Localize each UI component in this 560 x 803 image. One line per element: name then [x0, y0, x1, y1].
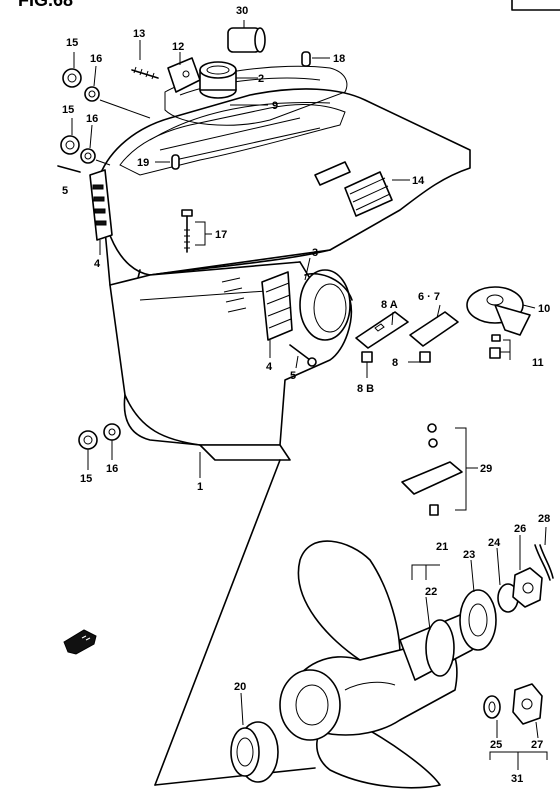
callout-22: 22 — [425, 586, 437, 598]
callout-3: 3 — [312, 247, 318, 259]
callout-1: 1 — [197, 481, 203, 493]
callout-26: 26 — [514, 523, 526, 535]
callout-5-lower: 5 — [290, 370, 296, 382]
side-grille-lower — [221, 271, 293, 341]
callout-9: 9 — [272, 100, 278, 112]
callout-8: 8 — [392, 357, 398, 369]
part-29-washer — [428, 438, 438, 448]
callout-4-lower: 4 — [266, 361, 273, 373]
part-27-nut — [512, 683, 543, 725]
callout-8b: 8 B — [357, 383, 374, 395]
part-17-bolt — [181, 209, 193, 253]
part-8a-plate — [355, 311, 409, 349]
callout-11: 11 — [532, 357, 544, 369]
screw-mid-head — [307, 357, 317, 367]
callout-21: 21 — [436, 541, 448, 553]
gearcase-housing — [99, 65, 471, 461]
part-16-washer-lower — [103, 423, 121, 441]
part-6-7-anode — [409, 311, 459, 347]
part-15-plug-middle — [60, 135, 80, 155]
part-13-screw — [131, 69, 159, 79]
callout-28: 28 — [538, 513, 550, 525]
callout-29: 29 — [480, 463, 492, 475]
callout-15-middle: 15 — [62, 104, 74, 116]
part-29-nut — [427, 423, 437, 433]
part-26-nut — [512, 567, 543, 608]
part-23-thrust-washer — [459, 589, 497, 651]
callout-27: 27 — [531, 739, 543, 751]
callout-16-middle: 16 — [86, 113, 98, 125]
guide-line — [154, 459, 281, 786]
bearing-housing — [299, 269, 353, 341]
callout-8a: 8 A — [381, 299, 398, 311]
callout-13: 13 — [133, 28, 145, 40]
part-25-washer — [483, 695, 501, 719]
part-15-plug-lower — [78, 430, 98, 450]
callout-15-upper: 15 — [66, 37, 78, 49]
callout-24: 24 — [488, 537, 501, 549]
callout-4-upper: 4 — [94, 258, 101, 270]
callout-12: 12 — [172, 41, 184, 53]
callout-15-lower: 15 — [80, 473, 92, 485]
propeller — [279, 540, 477, 789]
corner-frame — [511, 0, 560, 11]
part-16-washer-upper — [84, 86, 100, 102]
part-20-bushing — [230, 721, 279, 783]
casing-slot — [314, 161, 351, 186]
part-30-cylinder — [227, 27, 266, 53]
water-intake-grille — [344, 171, 393, 217]
part-11-washer — [491, 334, 501, 342]
callout-31: 31 — [511, 773, 523, 785]
bracket-21 — [411, 564, 440, 580]
side-grille-upper — [89, 169, 113, 241]
figure-title: FIG.68 — [18, 0, 73, 10]
part-10-trim-tab — [466, 286, 531, 336]
callout-labels: 30 13 12 18 15 16 2 9 15 16 19 5 14 17 4… — [62, 5, 550, 785]
callout-17: 17 — [215, 229, 227, 241]
part-5-screw-upper — [57, 165, 81, 173]
callout-25: 25 — [490, 739, 502, 751]
part-11-bolt — [489, 347, 501, 359]
callout-16-upper: 16 — [90, 53, 102, 65]
leader-lines — [71, 20, 547, 739]
part-18-pin — [301, 51, 311, 67]
part-8b-bolt — [361, 351, 373, 363]
forward-arrow-icon — [63, 629, 97, 655]
callout-20: 20 — [234, 681, 246, 693]
callout-2: 2 — [258, 73, 264, 85]
callout-14: 14 — [412, 175, 425, 187]
part-15-plug-upper — [62, 68, 82, 88]
part-8-bolt — [419, 351, 431, 363]
screw-mid — [289, 344, 311, 361]
part-16-washer-middle — [80, 148, 96, 164]
callout-18: 18 — [333, 53, 345, 65]
part-28-cotter-pin — [534, 544, 554, 581]
part-19-pin — [171, 154, 180, 170]
callout-16-lower: 16 — [106, 463, 118, 475]
callout-19: 19 — [137, 157, 149, 169]
part-29-bolt — [429, 504, 439, 516]
callout-23: 23 — [463, 549, 475, 561]
callout-30: 30 — [236, 5, 248, 17]
callout-10: 10 — [538, 303, 550, 315]
callout-5-upper: 5 — [62, 185, 68, 197]
callout-6-7: 6 · 7 — [418, 291, 440, 303]
part-2-bushing — [199, 61, 237, 99]
part-29-plate — [401, 461, 463, 495]
bracket-29 — [455, 427, 467, 511]
guide-line-bottom — [154, 767, 316, 786]
part-12-bracket — [167, 57, 201, 93]
